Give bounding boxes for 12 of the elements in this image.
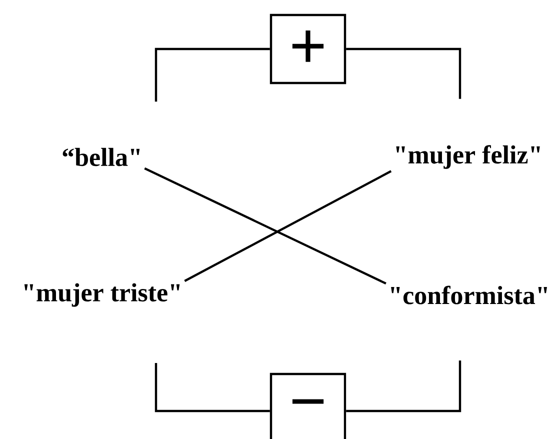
diagonal-line <box>144 167 386 284</box>
bracket-line <box>154 48 270 102</box>
bracket-line <box>346 360 462 412</box>
diagonal-line <box>184 170 392 282</box>
minus-box: − <box>270 372 346 439</box>
term-label: "mujer feliz" <box>396 145 540 169</box>
bracket-line <box>154 362 270 412</box>
plus-box: + <box>270 14 346 84</box>
term-label: "mujer triste" <box>24 283 180 307</box>
term-label: "conformista" <box>391 286 547 304</box>
term-label: “bella" <box>62 148 140 166</box>
bracket-line <box>346 48 462 99</box>
